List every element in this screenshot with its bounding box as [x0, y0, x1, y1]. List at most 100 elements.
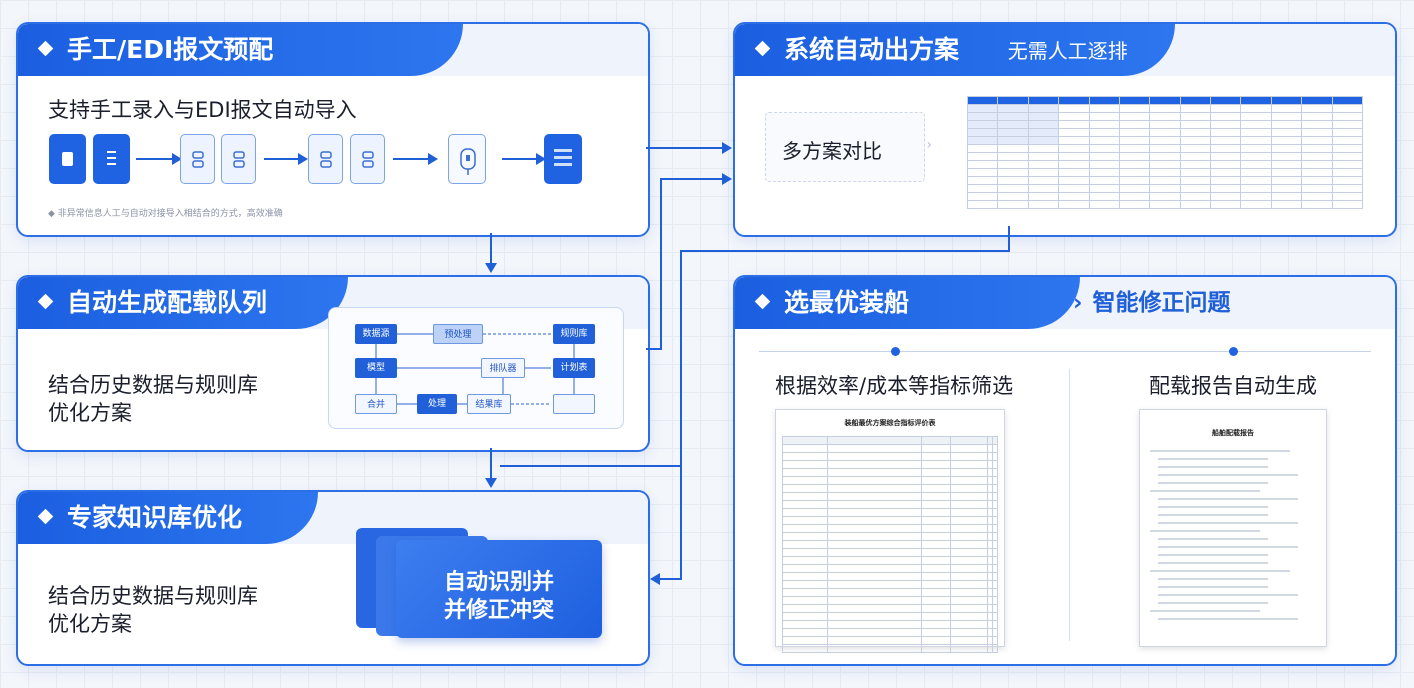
- table-row: [781, 548, 999, 557]
- evaluation-sheet: 装船最优方案综合指标评价表: [775, 409, 1005, 653]
- ship-icon: [448, 134, 486, 184]
- chevron-right-icon: ›: [926, 137, 932, 153]
- table-row: [967, 128, 1363, 137]
- right-caption: 配载报告自动生成: [1149, 374, 1317, 398]
- diamond-bullet-icon: [37, 40, 54, 56]
- panel-subtitle: 支持手工录入与EDI报文自动导入: [48, 98, 357, 122]
- panel-header: 自动生成配载队列: [18, 277, 348, 329]
- tab-smart-fix: ›智能修正问题: [1073, 290, 1231, 316]
- table-row: [967, 176, 1363, 185]
- flow-arrow: [502, 153, 546, 165]
- table-row: [967, 136, 1363, 145]
- report-line: [1158, 498, 1298, 500]
- table-row: [781, 516, 999, 525]
- card-text: 并修正冲突: [443, 598, 554, 623]
- report-line: [1158, 594, 1298, 596]
- table-row: [967, 144, 1363, 153]
- flow-node: 模型: [355, 358, 397, 378]
- flow-node: 规则库: [553, 324, 595, 344]
- report-line: [1150, 530, 1260, 532]
- report-line: [1158, 562, 1268, 564]
- connector: [660, 578, 682, 580]
- timeline-dot: [891, 347, 900, 356]
- panel-title: 选最优装船: [784, 288, 910, 317]
- container-icon: [180, 134, 215, 184]
- table-row: [781, 468, 999, 477]
- container-icon: [308, 134, 343, 184]
- panel-title: 手工/EDI报文预配: [67, 35, 274, 64]
- compare-label: 多方案对比: [782, 139, 882, 163]
- report-line: [1150, 490, 1260, 492]
- report-line: [1158, 578, 1268, 580]
- table-row: [781, 444, 999, 453]
- flow-node: 处理: [417, 394, 457, 414]
- diamond-bullet-icon: [754, 40, 771, 56]
- report-line: [1158, 522, 1298, 524]
- report-line: [1158, 546, 1298, 548]
- flow-node: [553, 394, 595, 414]
- report-line: [1158, 602, 1268, 604]
- report-line: [1150, 610, 1260, 612]
- panel-title: 系统自动出方案: [784, 35, 960, 64]
- table-row: [781, 500, 999, 509]
- chevron-right-icon: ›: [1073, 290, 1083, 316]
- panel-expert-knowledge: 专家知识库优化 结合历史数据与规则库 优化方案 自动识别并 并修正冲突: [16, 490, 650, 666]
- divider-line: [759, 351, 1371, 352]
- panel-desc: 优化方案: [48, 612, 132, 636]
- table-row: [781, 532, 999, 541]
- table-row: [967, 184, 1363, 193]
- left-caption: 根据效率/成本等指标筛选: [775, 374, 1014, 398]
- flow-arrow: [264, 153, 308, 165]
- table-row: [967, 200, 1363, 209]
- container-icon: [221, 134, 256, 184]
- table-row: [781, 492, 999, 501]
- table-row: [781, 580, 999, 589]
- panel-desc: 结合历史数据与规则库: [48, 584, 258, 608]
- flow-arrow: [136, 153, 182, 165]
- table-row: [781, 628, 999, 637]
- connector: [646, 348, 662, 350]
- connector: [680, 250, 682, 580]
- table-row: [781, 452, 999, 461]
- panel-footnote: ◆ 非异常信息人工与自动对接导入相结合的方式，高效准确: [48, 209, 283, 219]
- table-row: [967, 160, 1363, 169]
- connector: [660, 178, 723, 180]
- flow-node: 排队器: [481, 358, 525, 378]
- table-row: [781, 476, 999, 485]
- panel-best-loading: 选最优装船 ›智能修正问题 根据效率/成本等指标筛选 配载报告自动生成 装船最优…: [733, 275, 1397, 666]
- diamond-bullet-icon: [754, 293, 771, 309]
- table-row: [781, 508, 999, 517]
- arrowhead: [485, 263, 497, 273]
- arrowhead: [722, 173, 732, 185]
- table-row: [781, 556, 999, 565]
- table-row: [967, 192, 1363, 201]
- sheet-title: 装船最优方案综合指标评价表: [844, 419, 936, 427]
- table-row: [967, 120, 1363, 129]
- table-row: [781, 484, 999, 493]
- loading-report: 船舶配载报告: [1139, 409, 1327, 647]
- table-row: [781, 620, 999, 629]
- panel-title: 自动生成配载队列: [67, 288, 268, 317]
- table-row: [781, 596, 999, 605]
- arrowhead: [485, 478, 497, 488]
- report-line: [1158, 506, 1268, 508]
- report-line: [1158, 554, 1268, 556]
- panel-header: 系统自动出方案 无需人工逐排: [735, 24, 1175, 76]
- table-row: [781, 604, 999, 613]
- table-row: [967, 96, 1363, 105]
- table-row: [967, 112, 1363, 121]
- table-row: [967, 104, 1363, 113]
- table-row: [781, 612, 999, 621]
- table-row: [781, 564, 999, 573]
- report-line: [1150, 570, 1290, 572]
- report-body: [1140, 450, 1326, 620]
- report-line: [1158, 474, 1298, 476]
- panel-tagline: 无需人工逐排: [1007, 39, 1128, 63]
- table-row: [781, 540, 999, 549]
- panel-manual-edi: 手工/EDI报文预配 支持手工录入与EDI报文自动导入 ◆ 非异常信息人工与自动…: [16, 22, 650, 237]
- table-row: [781, 524, 999, 533]
- connector: [490, 448, 492, 478]
- table-row: [781, 436, 999, 445]
- report-line: [1158, 586, 1268, 588]
- connector: [1008, 226, 1010, 250]
